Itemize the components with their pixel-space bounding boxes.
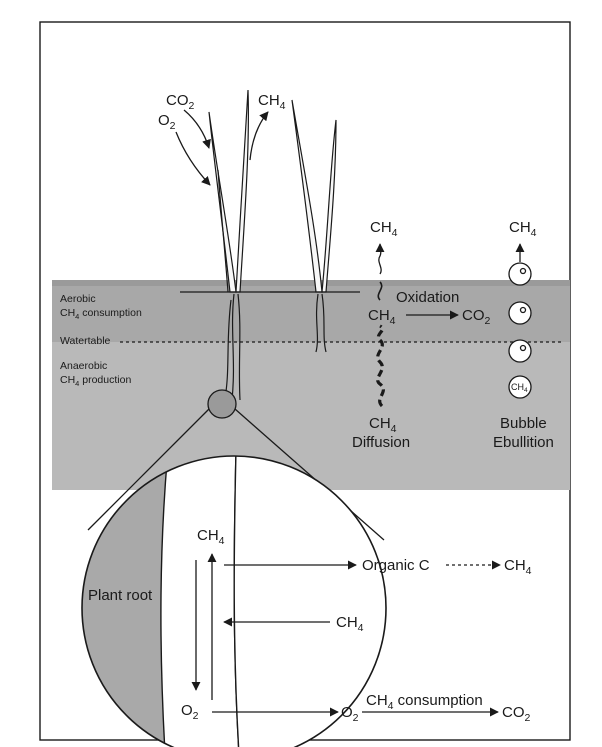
- ch4-label-bubble-top: CH4: [509, 219, 537, 239]
- diffusion-escape-arrow: [379, 244, 381, 274]
- watertable-label: Watertable: [60, 335, 111, 347]
- bubble-3: [509, 340, 531, 362]
- bubble-1: [509, 263, 531, 285]
- anaerobic-production-label: CH4 production: [60, 374, 131, 388]
- soil-surface-strip: [52, 280, 570, 286]
- plant-root-label: Plant root: [88, 587, 153, 604]
- oxidation-label: Oxidation: [396, 289, 459, 306]
- aerobic-label: Aerobic: [60, 293, 96, 305]
- o2-uptake-arrow: [176, 132, 210, 185]
- co2-label-inset: CO2: [502, 704, 531, 724]
- anaerobic-label: Anaerobic: [60, 360, 107, 372]
- diffusion-label: Diffusion: [352, 434, 410, 451]
- ch4-label-organic: CH4: [504, 557, 532, 577]
- magnifier-small-circle: [208, 390, 236, 418]
- ebullition-label: Ebullition: [493, 434, 554, 451]
- organic-c-label: Organic C: [362, 557, 430, 574]
- o2-label-inset-right: O2: [341, 704, 359, 724]
- bubble-label: Bubble: [500, 415, 547, 432]
- aerobic-consumption-label: CH4 consumption: [60, 307, 142, 321]
- ch4-emission-arrow: [250, 112, 268, 160]
- ch4-label-top: CH4: [258, 92, 286, 112]
- bubble-2: [509, 302, 531, 324]
- ch4-consumption-label: CH4 consumption: [366, 692, 483, 712]
- o2-label-top: O2: [158, 112, 176, 132]
- co2-label-top: CO2: [166, 92, 195, 112]
- co2-uptake-arrow: [184, 110, 209, 148]
- ch4-label-diffusion-top: CH4: [370, 219, 398, 239]
